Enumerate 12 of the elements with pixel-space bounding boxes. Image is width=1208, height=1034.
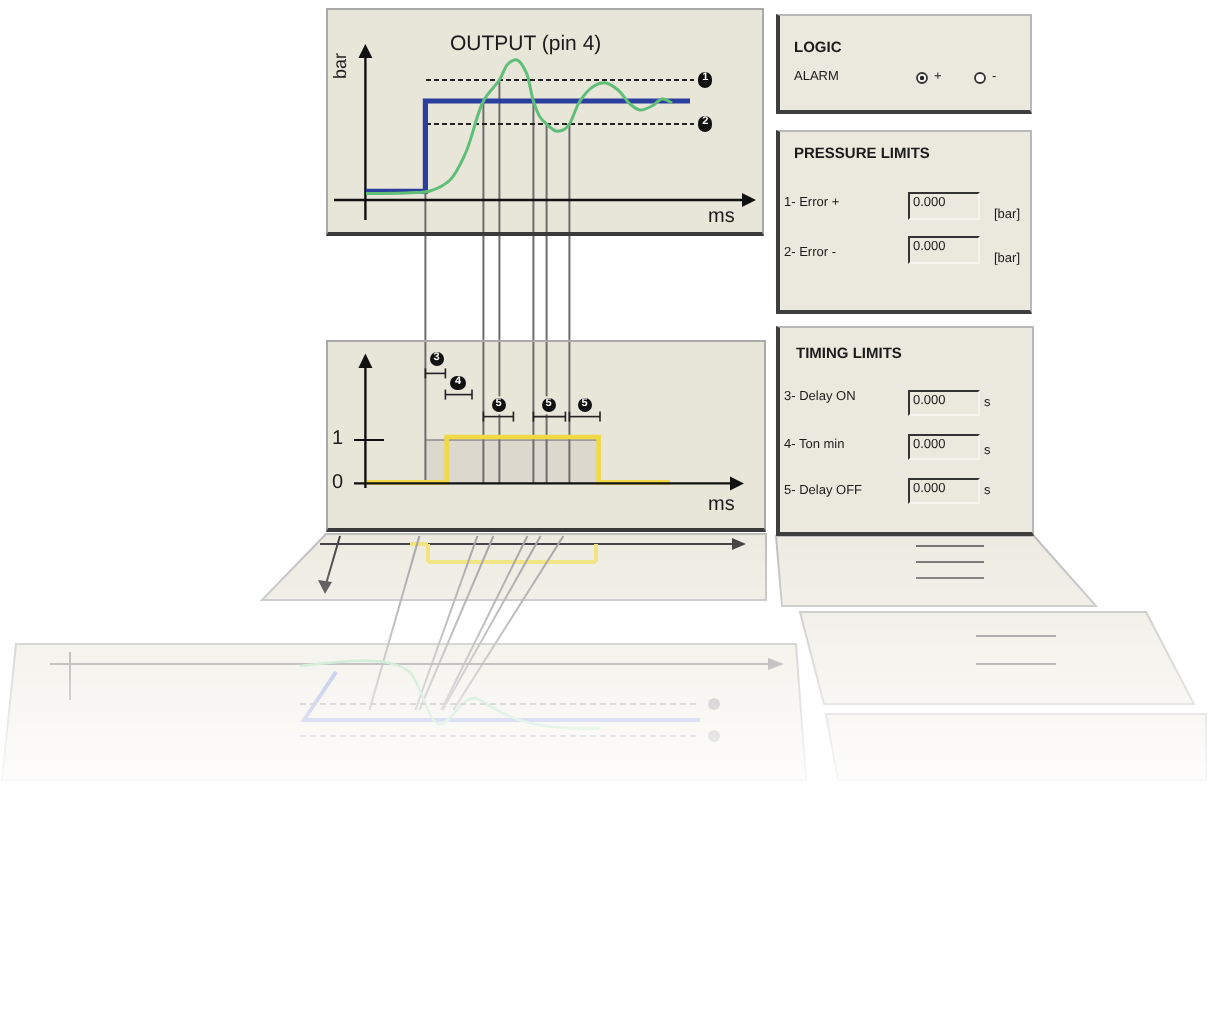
settings-panel [776, 326, 1034, 536]
projection-line [532, 235, 535, 341]
projection-line [424, 235, 427, 341]
projection-line [482, 235, 485, 341]
projection-line [545, 235, 548, 341]
axis-title: ms [708, 494, 735, 518]
settings-panel [776, 130, 1032, 314]
projection-line [498, 235, 501, 341]
tick-label: 0 [332, 471, 344, 496]
projection-line [568, 235, 571, 341]
tick-label: 1 [332, 428, 344, 452]
settings-panel [776, 14, 1032, 114]
